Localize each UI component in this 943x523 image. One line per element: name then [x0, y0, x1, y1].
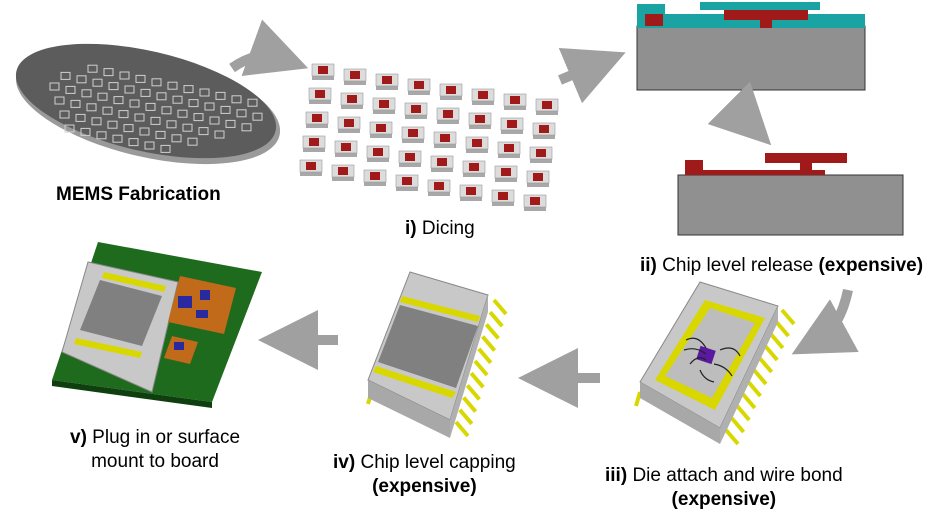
label-chip-level-release: ii) Chip level release (expensive) — [640, 255, 924, 276]
label-mems-fabrication: MEMS Fabrication — [56, 184, 221, 205]
wafer-illustration — [15, 43, 281, 165]
diced-chip — [523, 194, 547, 211]
diced-chip — [395, 174, 419, 191]
diced-chip — [532, 122, 556, 139]
diced-chip — [308, 87, 332, 104]
diced-chip — [471, 88, 495, 105]
diced-chip — [302, 135, 326, 152]
diced-chip — [494, 165, 518, 182]
diced-chip — [497, 141, 521, 158]
label-dicing: i) Dicing — [405, 218, 475, 239]
label-chip-level-capping: iv) Chip level capping (expensive) — [333, 452, 516, 497]
label-die-attach: iii) Die attach and wire bond (expensive… — [605, 465, 843, 510]
circuit-board — [52, 242, 262, 408]
diced-chip — [340, 92, 364, 109]
diced-chip — [465, 136, 489, 153]
diced-chip — [337, 116, 361, 133]
diced-chip — [433, 131, 457, 148]
released-cross-section — [677, 153, 904, 236]
flow-arrows — [229, 19, 859, 408]
diced-chip — [459, 184, 483, 201]
label-plug-in: v) Plug in or surface mount to board — [70, 427, 241, 472]
diced-chip — [439, 83, 463, 100]
diced-chip — [407, 78, 431, 95]
diced-chip — [299, 159, 323, 176]
diced-chip — [503, 93, 527, 110]
diced-chip — [401, 126, 425, 143]
diced-chip — [462, 160, 486, 177]
diced-chip — [404, 102, 428, 119]
diced-chip — [468, 112, 492, 129]
diced-chip — [375, 73, 399, 90]
diced-chip — [366, 145, 390, 162]
diced-chip — [311, 63, 335, 80]
diced-chip — [343, 68, 367, 85]
diced-chip — [334, 140, 358, 157]
diced-chip — [369, 121, 393, 138]
diced-chip — [491, 189, 515, 206]
diced-chip — [526, 170, 550, 187]
capped-cross-section — [636, 2, 866, 91]
diced-chip — [305, 111, 329, 128]
diced-chip — [529, 146, 553, 163]
diced-chip — [331, 164, 355, 181]
diced-chip — [427, 179, 451, 196]
diced-chip — [430, 155, 454, 172]
diced-chip — [372, 97, 396, 114]
diced-chip — [363, 169, 387, 186]
diced-chip — [500, 117, 524, 134]
diced-chip — [436, 107, 460, 124]
diced-chip — [398, 150, 422, 167]
capped-package — [366, 271, 508, 438]
die-attach-package — [634, 281, 796, 446]
diced-chip — [535, 98, 559, 115]
diced-chips-grid — [299, 63, 559, 211]
